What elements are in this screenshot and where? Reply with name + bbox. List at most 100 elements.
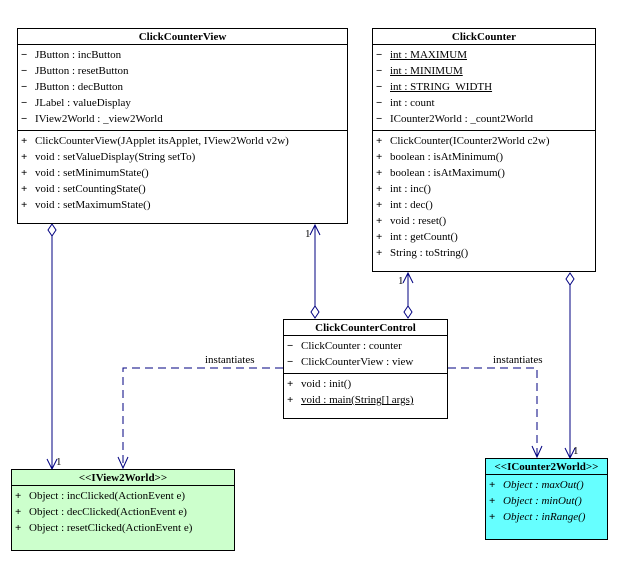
visibility-marker: + bbox=[21, 199, 28, 211]
member-row: −JButton : incButton bbox=[21, 47, 347, 63]
member-row: +int : dec() bbox=[376, 197, 595, 213]
member-text: String : toString() bbox=[390, 247, 469, 259]
attributes-section: −JButton : incButton−JButton : resetButt… bbox=[18, 45, 347, 130]
member-row: −IView2World : _view2World bbox=[21, 111, 347, 127]
member-row: + String : toString() bbox=[376, 245, 595, 261]
member-text: JButton : incButton bbox=[35, 49, 122, 61]
member-row: −JLabel : valueDisplay bbox=[21, 95, 347, 111]
visibility-marker: − bbox=[21, 49, 28, 61]
member-text: Object : decClicked(ActionEvent e) bbox=[29, 506, 187, 518]
class-clickcounter[interactable]: ClickCounter −int : MAXIMUM−int : MINIMU… bbox=[372, 28, 596, 272]
member-row: −ICounter2World : _count2World bbox=[376, 111, 595, 127]
member-text: int : count bbox=[390, 97, 435, 109]
member-row: −int : MAXIMUM bbox=[376, 47, 595, 63]
visibility-marker: + bbox=[376, 167, 383, 179]
instantiates-right-arrowhead bbox=[531, 445, 543, 459]
member-text: void : setMaximumState() bbox=[35, 199, 151, 211]
member-text: Object : maxOut() bbox=[503, 479, 584, 491]
member-text: void : setValueDisplay(String setTo) bbox=[35, 151, 196, 163]
member-row: +void : setMinimumState() bbox=[21, 165, 347, 181]
visibility-marker: + bbox=[376, 231, 383, 243]
member-row: −int : STRING_WIDTH bbox=[376, 79, 595, 95]
member-row: −ClickCounter : counter bbox=[287, 338, 447, 354]
visibility-marker: + bbox=[21, 167, 28, 179]
member-text: boolean : isAtMinimum() bbox=[390, 151, 504, 163]
visibility-marker: − bbox=[376, 81, 383, 93]
member-text: int : MINIMUM bbox=[390, 65, 463, 77]
visibility-marker: − bbox=[21, 65, 28, 77]
visibility-marker: − bbox=[21, 97, 28, 109]
visibility-marker: + bbox=[287, 394, 294, 406]
visibility-marker: + bbox=[376, 183, 383, 195]
member-text: Object : inRange() bbox=[503, 511, 586, 523]
visibility-marker: + bbox=[376, 247, 383, 259]
visibility-marker: + bbox=[489, 495, 496, 507]
member-row: + void : setValueDisplay(String setTo) bbox=[21, 149, 347, 165]
operations-section: + ClickCounterView(JApplet itsApplet, IVi… bbox=[18, 130, 347, 216]
member-text: int : STRING_WIDTH bbox=[390, 81, 493, 93]
attributes-section: −ClickCounter : counter−ClickCounterView… bbox=[284, 336, 447, 373]
class-clickcounterview[interactable]: ClickCounterView −JButton : incButton−JB… bbox=[17, 28, 348, 224]
operations-section: + Object : incClicked(ActionEvent e) + Obje… bbox=[12, 486, 234, 539]
member-text: void : setCountingState() bbox=[35, 183, 146, 195]
instantiates-label-left: instantiates bbox=[205, 354, 255, 366]
member-row: + Object : minOut() bbox=[489, 493, 607, 509]
visibility-marker: + bbox=[376, 199, 383, 211]
member-text: int : getCount() bbox=[390, 231, 458, 243]
member-text: ICounter2World : _count2World bbox=[390, 113, 534, 125]
member-row: −ClickCounterView : view bbox=[287, 354, 447, 370]
member-text: ClickCounter(ICounter2World c2w) bbox=[390, 135, 550, 147]
interface-iview2world[interactable]: <<IView2World>> + Object : incClicked(Act… bbox=[11, 469, 235, 551]
member-row: + int : inc() bbox=[376, 181, 595, 197]
visibility-marker: − bbox=[287, 340, 294, 352]
visibility-marker: + bbox=[21, 135, 28, 147]
member-text: int : inc() bbox=[390, 183, 431, 195]
visibility-marker: + bbox=[287, 378, 294, 390]
instantiates-iview2world-dependency bbox=[122, 367, 283, 468]
visibility-marker: + bbox=[15, 522, 22, 534]
member-text: JButton : resetButton bbox=[35, 65, 129, 77]
multiplicity-icounter2world: 1 bbox=[573, 445, 579, 457]
visibility-marker: − bbox=[287, 356, 294, 368]
member-text: Object : incClicked(ActionEvent e) bbox=[29, 490, 186, 502]
member-text: JLabel : valueDisplay bbox=[35, 97, 131, 109]
member-text: JButton : decButton bbox=[35, 81, 123, 93]
member-row: + ClickCounterView(JApplet itsApplet, IVi… bbox=[21, 133, 347, 149]
member-text: Object : minOut() bbox=[503, 495, 582, 507]
visibility-marker: + bbox=[489, 511, 496, 523]
visibility-marker: + bbox=[21, 151, 28, 163]
member-text: IView2World : _view2World bbox=[35, 113, 163, 125]
visibility-marker: − bbox=[376, 65, 383, 77]
member-row: + void : main(String[] args) bbox=[287, 392, 447, 408]
member-row: + int : getCount() bbox=[376, 229, 595, 245]
visibility-marker: − bbox=[376, 97, 383, 109]
control-to-view-aggregation bbox=[309, 223, 321, 319]
member-text: Object : resetClicked(ActionEvent e) bbox=[29, 522, 193, 534]
class-clickcountercontrol[interactable]: ClickCounterControl −ClickCounter : coun… bbox=[283, 319, 448, 419]
class-name: ClickCounter bbox=[373, 29, 595, 45]
visibility-marker: + bbox=[489, 479, 496, 491]
multiplicity-view: 1 bbox=[305, 228, 311, 240]
visibility-marker: + bbox=[376, 215, 383, 227]
member-row: −JButton : resetButton bbox=[21, 63, 347, 79]
member-text: ClickCounterView(JApplet itsApplet, IVie… bbox=[35, 135, 289, 147]
instantiates-icounter2world-dependency bbox=[448, 367, 538, 457]
member-text: ClickCounter : counter bbox=[301, 340, 402, 352]
member-row: −JButton : decButton bbox=[21, 79, 347, 95]
class-name: ClickCounterControl bbox=[284, 320, 447, 336]
member-row: + Object : inRange() bbox=[489, 509, 607, 525]
member-text: void : main(String[] args) bbox=[301, 394, 414, 406]
member-row: + Object : maxOut() bbox=[489, 477, 607, 493]
member-text: ClickCounterView : view bbox=[301, 356, 414, 368]
interface-icounter2world[interactable]: <<ICounter2World>> +Object : maxOut()+Ob… bbox=[485, 458, 608, 540]
interface-name: <<IView2World>> bbox=[12, 470, 234, 486]
member-row: +void : setCountingState() bbox=[21, 181, 347, 197]
instantiates-label-right: instantiates bbox=[493, 354, 543, 366]
visibility-marker: − bbox=[376, 113, 383, 125]
member-row: + Object : resetClicked(ActionEvent e) bbox=[15, 520, 234, 536]
member-row: +ClickCounter(ICounter2World c2w) bbox=[376, 133, 595, 149]
visibility-marker: + bbox=[15, 506, 22, 518]
class-name: ClickCounterView bbox=[18, 29, 347, 45]
visibility-marker: − bbox=[21, 81, 28, 93]
